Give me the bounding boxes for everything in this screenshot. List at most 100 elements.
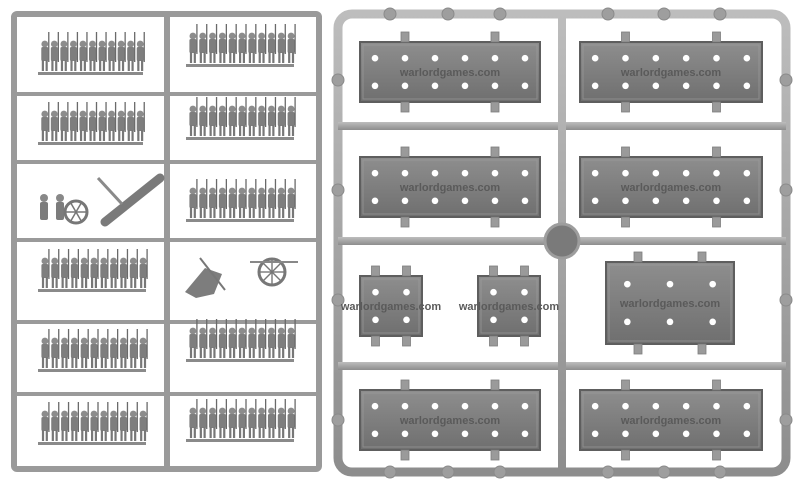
- soldier-figure: [218, 399, 228, 438]
- base-hole: [682, 402, 690, 410]
- soldier-figure: [189, 179, 198, 218]
- watermark-text: warlordgames.com: [399, 67, 500, 79]
- soldier-figure: [199, 179, 208, 218]
- soldier-figure: [277, 399, 286, 438]
- watermark-text: warlordgames.com: [619, 298, 720, 310]
- base-hole: [713, 82, 720, 90]
- soldier-figure: [287, 179, 296, 218]
- soldier-figure: [119, 402, 129, 441]
- base-hole: [666, 280, 674, 288]
- soldier-figure: [129, 402, 138, 441]
- base-hole: [622, 197, 629, 205]
- frame-nubs: [331, 7, 793, 479]
- base-hole: [521, 430, 529, 438]
- infantry-rank: [38, 102, 145, 145]
- soldier-figure: [100, 249, 109, 288]
- base-hole: [372, 288, 379, 296]
- soldier-figure: [60, 102, 69, 141]
- soldier-figure: [41, 102, 50, 141]
- sprue-nub: [331, 73, 345, 87]
- soldier-figure: [238, 97, 247, 136]
- soldier-figure: [117, 32, 126, 71]
- base-large-4: warlordgames.com: [579, 146, 763, 228]
- base-hole: [461, 54, 469, 62]
- soldier-figure: [238, 319, 247, 358]
- sprue-nub: [779, 293, 793, 307]
- soldier-figure: [129, 249, 138, 288]
- soldier-figure: [60, 32, 69, 71]
- base-hole: [401, 197, 409, 205]
- base-large-6: warlordgames.com: [579, 379, 763, 461]
- base-hole: [713, 402, 720, 410]
- infantry-rank: [186, 399, 296, 442]
- soldier-figure: [287, 399, 296, 438]
- runner: [14, 320, 319, 324]
- base-hole: [521, 402, 529, 410]
- base-hole: [591, 430, 599, 438]
- soldier-figure: [238, 399, 247, 438]
- watermark-text: warlordgames.com: [620, 67, 721, 79]
- watermark-text: warlordgames.com: [340, 301, 441, 313]
- soldier-figure: [228, 97, 237, 136]
- soldier-figure: [70, 249, 80, 288]
- soldier-figure: [119, 329, 129, 368]
- soldier-figure: [61, 249, 70, 288]
- soldier-figure: [199, 399, 208, 438]
- soldier-figure: [90, 402, 99, 441]
- base-hole: [624, 280, 631, 288]
- base-hole: [743, 169, 751, 177]
- soldier-figure: [80, 402, 89, 441]
- infantry-rank: [186, 179, 296, 222]
- base-hole: [743, 197, 751, 205]
- sprue-nub: [493, 465, 507, 479]
- soldier-figure: [199, 97, 208, 136]
- watermark-text: warlordgames.com: [399, 415, 500, 427]
- base-hole: [591, 402, 599, 410]
- soldier-figure: [238, 179, 247, 218]
- base-hole: [431, 197, 439, 205]
- base-hole: [713, 430, 720, 438]
- base-hole: [743, 82, 751, 90]
- infantry-rank: [38, 402, 148, 445]
- soldier-figure: [41, 249, 50, 288]
- soldier-figure: [267, 179, 277, 218]
- base-hole: [652, 430, 660, 438]
- base-hole: [491, 54, 499, 62]
- soldier-figure: [228, 24, 237, 63]
- base-large-2: warlordgames.com: [579, 31, 763, 113]
- soldier-figure: [228, 179, 237, 218]
- base-hole: [491, 430, 499, 438]
- soldier-figure: [61, 402, 70, 441]
- infantry-rank: [186, 97, 296, 140]
- soldier-figure: [127, 102, 136, 141]
- soldier-figure: [110, 329, 119, 368]
- soldier-figure: [127, 32, 136, 71]
- runner: [14, 238, 319, 242]
- sprue-nub: [493, 7, 507, 21]
- base-hole: [743, 402, 751, 410]
- base-hole: [401, 402, 409, 410]
- soldier-figure: [80, 249, 89, 288]
- sprue-nub: [331, 293, 345, 307]
- soldier-figure: [80, 329, 89, 368]
- runner: [14, 92, 319, 96]
- soldier-figure: [277, 319, 286, 358]
- soldier-figure: [228, 399, 237, 438]
- soldier-figure: [238, 24, 247, 63]
- infantry-rank: [186, 319, 296, 362]
- base-hole: [682, 82, 690, 90]
- base-hole: [521, 54, 529, 62]
- soldier-figure: [209, 399, 218, 438]
- soldier-figure: [267, 319, 277, 358]
- watermark-text: warlordgames.com: [620, 415, 721, 427]
- base-hole: [371, 54, 379, 62]
- base-hole: [401, 169, 409, 177]
- soldier-figure: [119, 249, 129, 288]
- soldier-figure: [70, 402, 80, 441]
- base-hole: [622, 402, 629, 410]
- soldier-figure: [228, 319, 237, 358]
- base-hole: [461, 169, 469, 177]
- soldier-figure: [277, 179, 286, 218]
- soldier-figure: [218, 319, 228, 358]
